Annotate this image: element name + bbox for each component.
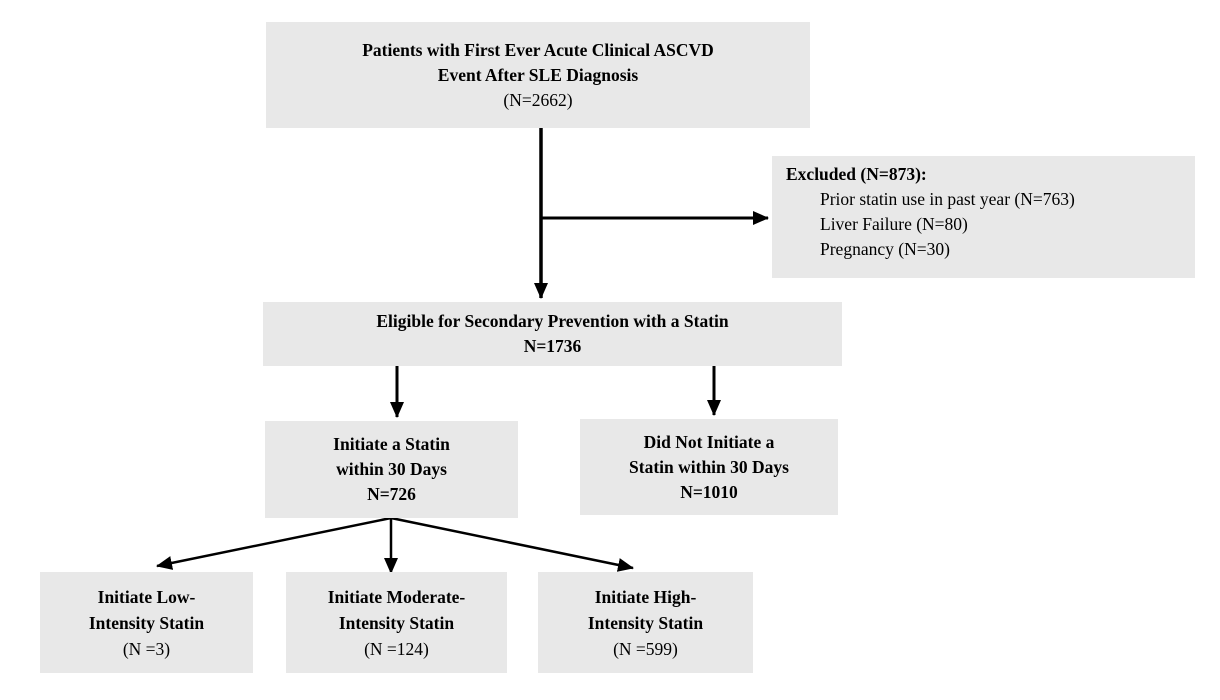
box-moderate-intensity-line1: Initiate Moderate- [327, 586, 466, 607]
box-high-intensity-line1: Initiate High- [594, 586, 697, 607]
box-low-intensity-count: (N =3) [122, 638, 171, 659]
box-high-intensity-line2: Intensity Statin [587, 612, 704, 633]
box-ascvd-population: Patients with First Ever Acute Clinical … [266, 22, 810, 128]
box-initiate-statin-line2: within 30 Days [336, 459, 447, 479]
box-excluded-item-prior-statin: Prior statin use in past year (N=763) [820, 189, 1075, 209]
box-no-initiate-statin: Did Not Initiate a Statin within 30 Days… [580, 419, 838, 515]
arrow-initiate-to-low [156, 516, 392, 570]
box-eligible-line1: Eligible for Secondary Prevention with a… [376, 311, 729, 331]
box-no-initiate-statin-line2: Statin within 30 Days [629, 456, 789, 477]
box-moderate-intensity-count: (N =124) [364, 638, 429, 659]
box-eligible: Eligible for Secondary Prevention with a… [263, 302, 842, 366]
box-moderate-intensity-statin: Initiate Moderate- Intensity Statin (N =… [286, 572, 507, 673]
box-initiate-statin-count: N=726 [367, 484, 416, 504]
box-excluded: Excluded (N=873): Prior statin use in pa… [772, 156, 1195, 278]
box-excluded-title: Excluded (N=873): [786, 164, 927, 184]
box-low-intensity-line1: Initiate Low- [97, 586, 196, 607]
arrow-initiate-to-high [390, 516, 634, 572]
box-excluded-item-pregnancy: Pregnancy (N=30) [820, 239, 950, 259]
box-high-intensity-statin: Initiate High- Intensity Statin (N =599) [538, 572, 753, 673]
box-eligible-count: N=1736 [523, 336, 582, 356]
box-initiate-statin: Initiate a Statin within 30 Days N=726 [265, 421, 518, 518]
box-low-intensity-line2: Intensity Statin [88, 612, 205, 633]
box-no-initiate-statin-count: N=1010 [680, 481, 738, 502]
box-ascvd-population-line1: Patients with First Ever Acute Clinical … [362, 39, 714, 60]
box-initiate-statin-line1: Initiate a Statin [333, 434, 450, 454]
box-high-intensity-count: (N =599) [613, 638, 678, 659]
box-moderate-intensity-line2: Intensity Statin [338, 612, 455, 633]
box-excluded-item-liver-failure: Liver Failure (N=80) [820, 214, 968, 234]
box-ascvd-population-count: (N=2662) [503, 89, 573, 110]
box-ascvd-population-line2: Event After SLE Diagnosis [437, 64, 639, 85]
box-low-intensity-statin: Initiate Low- Intensity Statin (N =3) [40, 572, 253, 673]
box-no-initiate-statin-line1: Did Not Initiate a [643, 431, 775, 452]
